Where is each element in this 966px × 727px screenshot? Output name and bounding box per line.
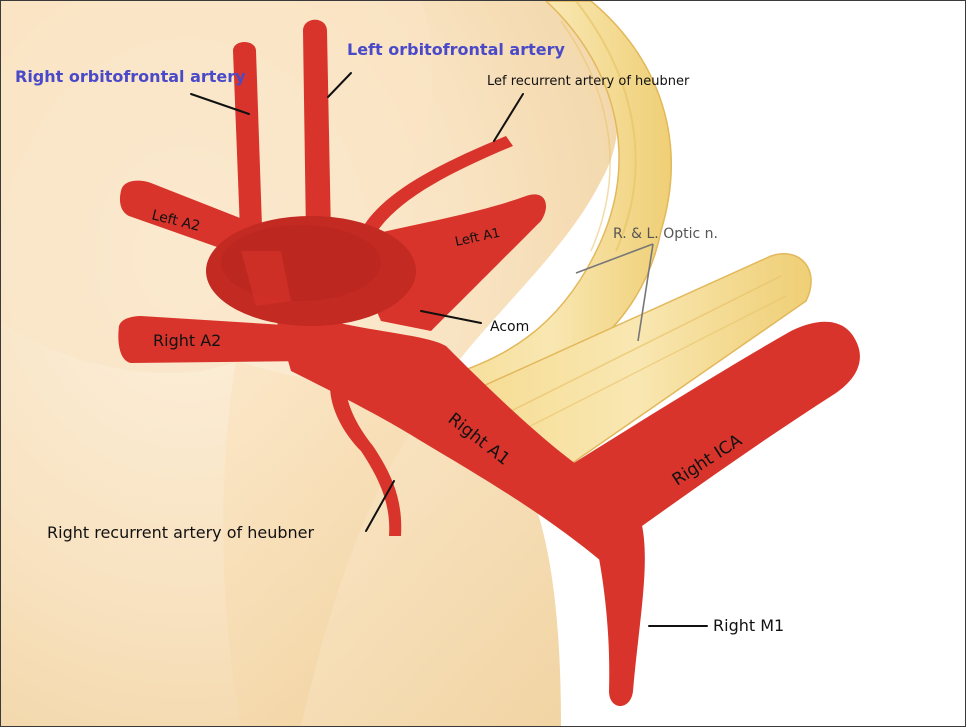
label-optic-nerves: R. & L. Optic n. (613, 226, 718, 242)
left-orbitofrontal-artery (303, 20, 331, 236)
label-right-m1: Right M1 (713, 616, 784, 635)
label-acom: Acom (490, 319, 529, 335)
label-right-orbitofrontal: Right orbitofrontal artery (15, 67, 246, 86)
label-left-orbitofrontal: Left orbitofrontal artery (347, 40, 566, 59)
label-right-a2: Right A2 (153, 331, 221, 350)
label-right-recurrent: Right recurrent artery of heubner (47, 523, 315, 542)
label-left-recurrent: Lef recurrent artery of heubner (487, 74, 690, 89)
